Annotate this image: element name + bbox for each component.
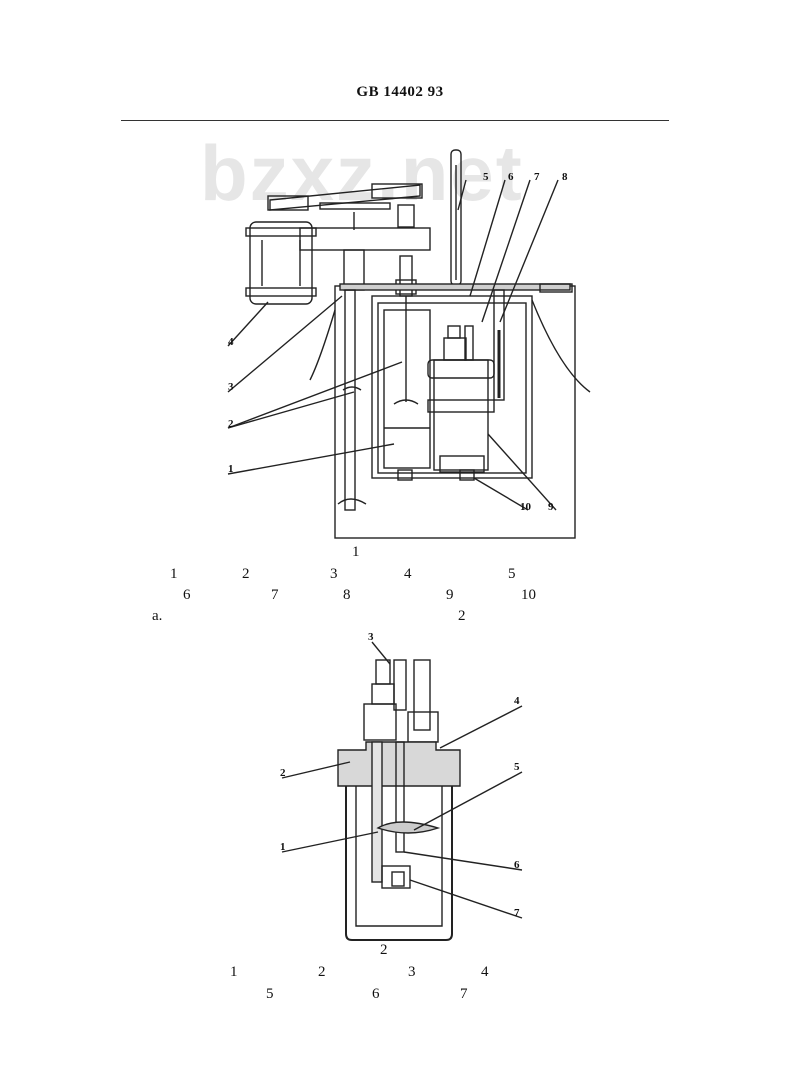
fig2-callout-4: 4 [514,695,520,707]
figure-2-caption: 2 [380,942,388,958]
fig1-legend-7: 7 [271,587,279,603]
fig1-callout-2: 2 [228,418,234,430]
fig2-callout-2: 2 [280,767,286,779]
fig1-callout-6: 6 [508,171,514,183]
fig1-legend-1: 1 [170,566,178,582]
motor [249,221,313,305]
fig2-callout-1: 1 [280,841,286,853]
fig2-callout-5: 5 [514,761,520,773]
fig1-note-ref: 2 [458,608,466,624]
bomb-cap [337,741,461,787]
fig1-callout-3: 3 [228,381,234,393]
fig1-callout-10: 10 [520,501,532,513]
fig1-note-prefix: a. [152,608,163,624]
fig1-legend-10: 10 [521,587,536,603]
support-arm [299,227,431,251]
fig2-callout-7: 7 [514,907,520,919]
fig2-legend-2: 2 [318,964,326,980]
standard-code-header: GB 14402 93 [356,84,444,100]
inner-thermometer [493,289,505,401]
electrode-fitting [413,659,431,731]
fig1-legend-4: 4 [404,566,412,582]
fig2-legend-4: 4 [481,964,489,980]
fig2-legend-7: 7 [460,986,468,1002]
fig2-callout-6: 6 [514,859,520,871]
fig2-legend-6: 6 [372,986,380,1002]
fig1-legend-5: 5 [508,566,516,582]
fig1-legend-3: 3 [330,566,338,582]
fig1-legend-9: 9 [446,587,454,603]
fig1-legend-6: 6 [183,587,191,603]
fig1-callout-9: 9 [548,501,554,513]
fig2-legend-5: 5 [266,986,274,1002]
fig1-legend-8: 8 [343,587,351,603]
fig1-callout-5: 5 [483,171,489,183]
bomb-body [345,786,453,941]
header-rule [121,120,669,121]
fig1-callout-4: 4 [228,336,234,348]
fig1-callout-7: 7 [534,171,540,183]
fig1-callout-1: 1 [228,463,234,475]
drive-belt [269,184,421,211]
fig2-callout-3: 3 [368,631,374,643]
fig2-legend-3: 3 [408,964,416,980]
valve-fitting [375,659,391,685]
fig2-legend-1: 1 [230,964,238,980]
fig1-legend-2: 2 [242,566,250,582]
figure-1-caption: 1 [352,544,360,560]
inner-container [371,295,533,479]
fig1-callout-8: 8 [562,171,568,183]
